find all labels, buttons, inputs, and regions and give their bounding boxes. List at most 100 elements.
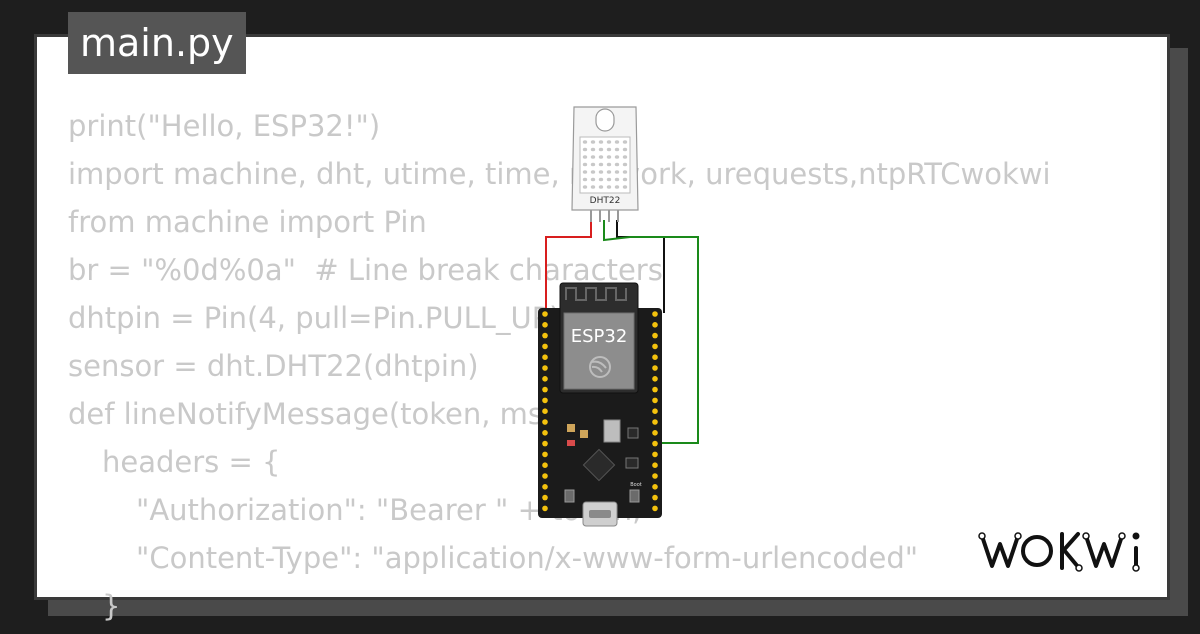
code-line: dhtpin = Pin(4, pull=Pin.PULL_UP)	[68, 301, 561, 335]
header-pin[interactable]	[652, 408, 658, 415]
sensor-vent	[622, 147, 628, 152]
code-line: from machine import Pin	[68, 205, 427, 239]
sensor-vent	[598, 177, 604, 182]
wires	[545, 220, 699, 444]
sensor-vent	[590, 162, 596, 167]
sensor-vent	[598, 185, 604, 189]
header-pin[interactable]	[542, 397, 548, 404]
header-pin[interactable]	[652, 322, 658, 328]
header-pin[interactable]	[652, 343, 658, 350]
sensor-vent	[582, 147, 588, 152]
code-line: br = "%0d%0a" # Line break characters	[68, 253, 663, 287]
header-pin[interactable]	[652, 311, 658, 317]
sensor-vent	[614, 170, 620, 174]
boot-label: Boot	[630, 482, 642, 488]
header-pin[interactable]	[542, 376, 548, 382]
header-pin[interactable]	[542, 386, 548, 393]
header-pin[interactable]	[652, 430, 658, 436]
header-pin[interactable]	[652, 376, 658, 382]
wire-data	[603, 220, 699, 444]
esp32-board[interactable]: ESP32 Boot	[538, 282, 662, 527]
sensor-vent	[614, 147, 620, 152]
sensor-vent	[598, 140, 604, 144]
header-pin[interactable]	[652, 451, 658, 458]
sensor-vent	[590, 155, 596, 159]
sensor-vent	[622, 140, 628, 144]
header-pin[interactable]	[652, 332, 658, 339]
sensor-vent	[582, 185, 588, 189]
sensor-vent	[606, 140, 612, 144]
header-pin[interactable]	[652, 462, 658, 469]
sensor-vent	[614, 155, 620, 159]
sensor-vent	[590, 185, 596, 189]
sensor-vent	[598, 155, 604, 159]
sensor-vent	[606, 185, 612, 189]
header-pin[interactable]	[542, 451, 548, 458]
header-pin[interactable]	[542, 430, 548, 436]
code-line: print("Hello, ESP32!")	[68, 109, 381, 143]
sensor-vent	[614, 185, 620, 189]
sensor-vent	[582, 155, 588, 159]
sensor-vent	[590, 140, 596, 144]
file-name-tab[interactable]: main.py	[68, 12, 246, 74]
code-line: headers = {	[102, 445, 281, 479]
sensor-vent	[582, 170, 588, 174]
header-pin[interactable]	[652, 365, 658, 371]
header-pin[interactable]	[652, 419, 658, 425]
wire-vcc	[545, 220, 592, 315]
code-line: }	[102, 589, 121, 623]
sensor-vent	[614, 140, 620, 144]
header-pin[interactable]	[652, 440, 658, 447]
sensor-vent	[614, 177, 620, 182]
header-pin[interactable]	[652, 494, 658, 501]
header-pin[interactable]	[542, 343, 548, 350]
sensor-vent	[606, 162, 612, 167]
sensor-vent	[622, 185, 628, 189]
sensor-vent	[614, 162, 620, 167]
header-pin[interactable]	[652, 397, 658, 404]
header-pin[interactable]	[542, 332, 548, 339]
sensor-vent	[606, 177, 612, 182]
header-pin[interactable]	[542, 484, 548, 490]
header-pin[interactable]	[652, 386, 658, 393]
sensor-vent	[582, 140, 588, 144]
header-pin[interactable]	[542, 462, 548, 469]
sensor-vent	[590, 177, 596, 182]
header-pin[interactable]	[542, 473, 548, 479]
sensor-vent	[598, 147, 604, 152]
sensor-vent	[622, 177, 628, 182]
sensor-vent	[598, 170, 604, 174]
header-pin[interactable]	[542, 494, 548, 501]
sensor-vent	[622, 170, 628, 174]
sensor-vent	[590, 170, 596, 174]
header-pin[interactable]	[542, 505, 548, 512]
code-line: sensor = dht.DHT22(dhtpin)	[68, 349, 479, 383]
header-pin[interactable]	[542, 311, 548, 317]
sensor-vent	[606, 155, 612, 159]
sensor-vent	[622, 155, 628, 159]
header-pin[interactable]	[542, 408, 548, 415]
sensor-vent	[606, 170, 612, 174]
code-preview: print("Hello, ESP32!")import machine, dh…	[68, 102, 1051, 630]
header-pin[interactable]	[652, 505, 658, 512]
espressif-logo-icon	[589, 356, 611, 378]
header-pin[interactable]	[542, 354, 548, 361]
wokwi-logo	[978, 532, 1140, 572]
dht22-sensor[interactable]: DHT22	[571, 106, 639, 222]
sensor-vent	[582, 162, 588, 167]
dht22-label: DHT22	[590, 196, 621, 206]
header-pin[interactable]	[542, 419, 548, 425]
header-pin[interactable]	[542, 440, 548, 447]
header-pin[interactable]	[652, 473, 658, 479]
header-pin[interactable]	[542, 322, 548, 328]
sensor-vent	[598, 162, 604, 167]
sensor-vent	[590, 147, 596, 152]
esp32-label: ESP32	[571, 326, 628, 347]
sensor-vent	[622, 162, 628, 167]
sensor-vent	[582, 177, 588, 182]
header-pin[interactable]	[542, 365, 548, 371]
header-pin[interactable]	[652, 484, 658, 490]
sensor-vent	[606, 147, 612, 152]
header-pin[interactable]	[652, 354, 658, 361]
